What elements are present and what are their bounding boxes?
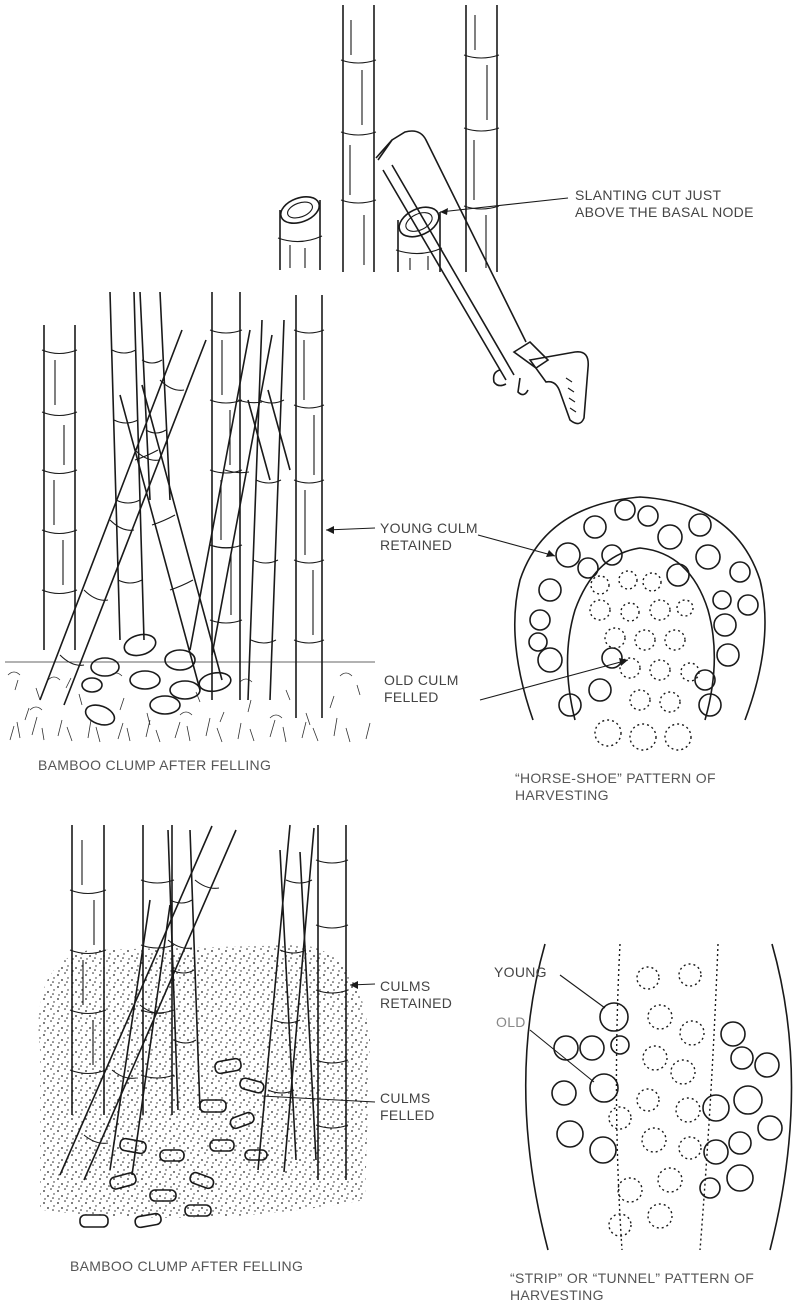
caption-clump-2: BAMBOO CLUMP AFTER FELLING (70, 1258, 303, 1275)
hacksaw (376, 131, 588, 424)
culms-felled-label-line1: CULMS (380, 1090, 435, 1107)
slanting-cut-label-line1: SLANTING CUT JUST (575, 187, 754, 204)
old-culm-dotted-circles-2 (609, 964, 704, 1236)
caption-strip-line1: “STRIP” OR “TUNNEL” PATTERN OF (510, 1270, 754, 1287)
young-leader-2 (560, 975, 605, 1008)
tall-culm-left (341, 5, 376, 272)
slanting-cut-label: SLANTING CUT JUST ABOVE THE BASAL NODE (575, 187, 754, 221)
young-label: YOUNG (494, 964, 547, 981)
felled-stumps (82, 631, 232, 728)
young-culm-label-line1: YOUNG CULM (380, 520, 478, 537)
young-culm-circles-2 (552, 1003, 782, 1198)
cut-stump-left (277, 192, 323, 270)
bamboo-clump-1 (5, 292, 375, 742)
old-culm-label-line1: OLD CULM (384, 672, 459, 689)
culms-retained-label: CULMS RETAINED (380, 978, 452, 1012)
strip-tunnel-pattern (526, 944, 792, 1250)
old-culm-dotted-circles (590, 571, 699, 750)
bamboo-clump-2 (39, 825, 375, 1228)
culms-felled-label: CULMS FELLED (380, 1090, 435, 1124)
caption-horseshoe: “HORSE-SHOE” PATTERN OF HARVESTING (515, 770, 716, 804)
caption-strip-line2: HARVESTING (510, 1287, 754, 1304)
slanting-cut-label-line2: ABOVE THE BASAL NODE (575, 204, 754, 221)
caption-clump-1: BAMBOO CLUMP AFTER FELLING (38, 757, 271, 774)
caption-horseshoe-line1: “HORSE-SHOE” PATTERN OF (515, 770, 716, 787)
caption-horseshoe-line2: HARVESTING (515, 787, 716, 804)
tall-culm-right (464, 5, 499, 272)
caption-strip: “STRIP” OR “TUNNEL” PATTERN OF HARVESTIN… (510, 1270, 754, 1304)
culms-retained-label-line2: RETAINED (380, 995, 452, 1012)
culms-felled-label-line2: FELLED (380, 1107, 435, 1124)
speckled-ground (39, 945, 370, 1218)
young-culm-label-line2: RETAINED (380, 537, 478, 554)
slanting-cut-drawing (277, 5, 588, 424)
culms-retained-label-line1: CULMS (380, 978, 452, 995)
old-culm-label-line2: FELLED (384, 689, 459, 706)
old-culm-label: OLD CULM FELLED (384, 672, 459, 706)
slanting-cut-leader (440, 198, 568, 212)
old-label: OLD (496, 1014, 526, 1031)
grass-ground (5, 662, 375, 742)
young-culm-label: YOUNG CULM RETAINED (380, 520, 478, 554)
young-culm-circles (529, 500, 758, 716)
horseshoe-pattern (478, 497, 765, 750)
